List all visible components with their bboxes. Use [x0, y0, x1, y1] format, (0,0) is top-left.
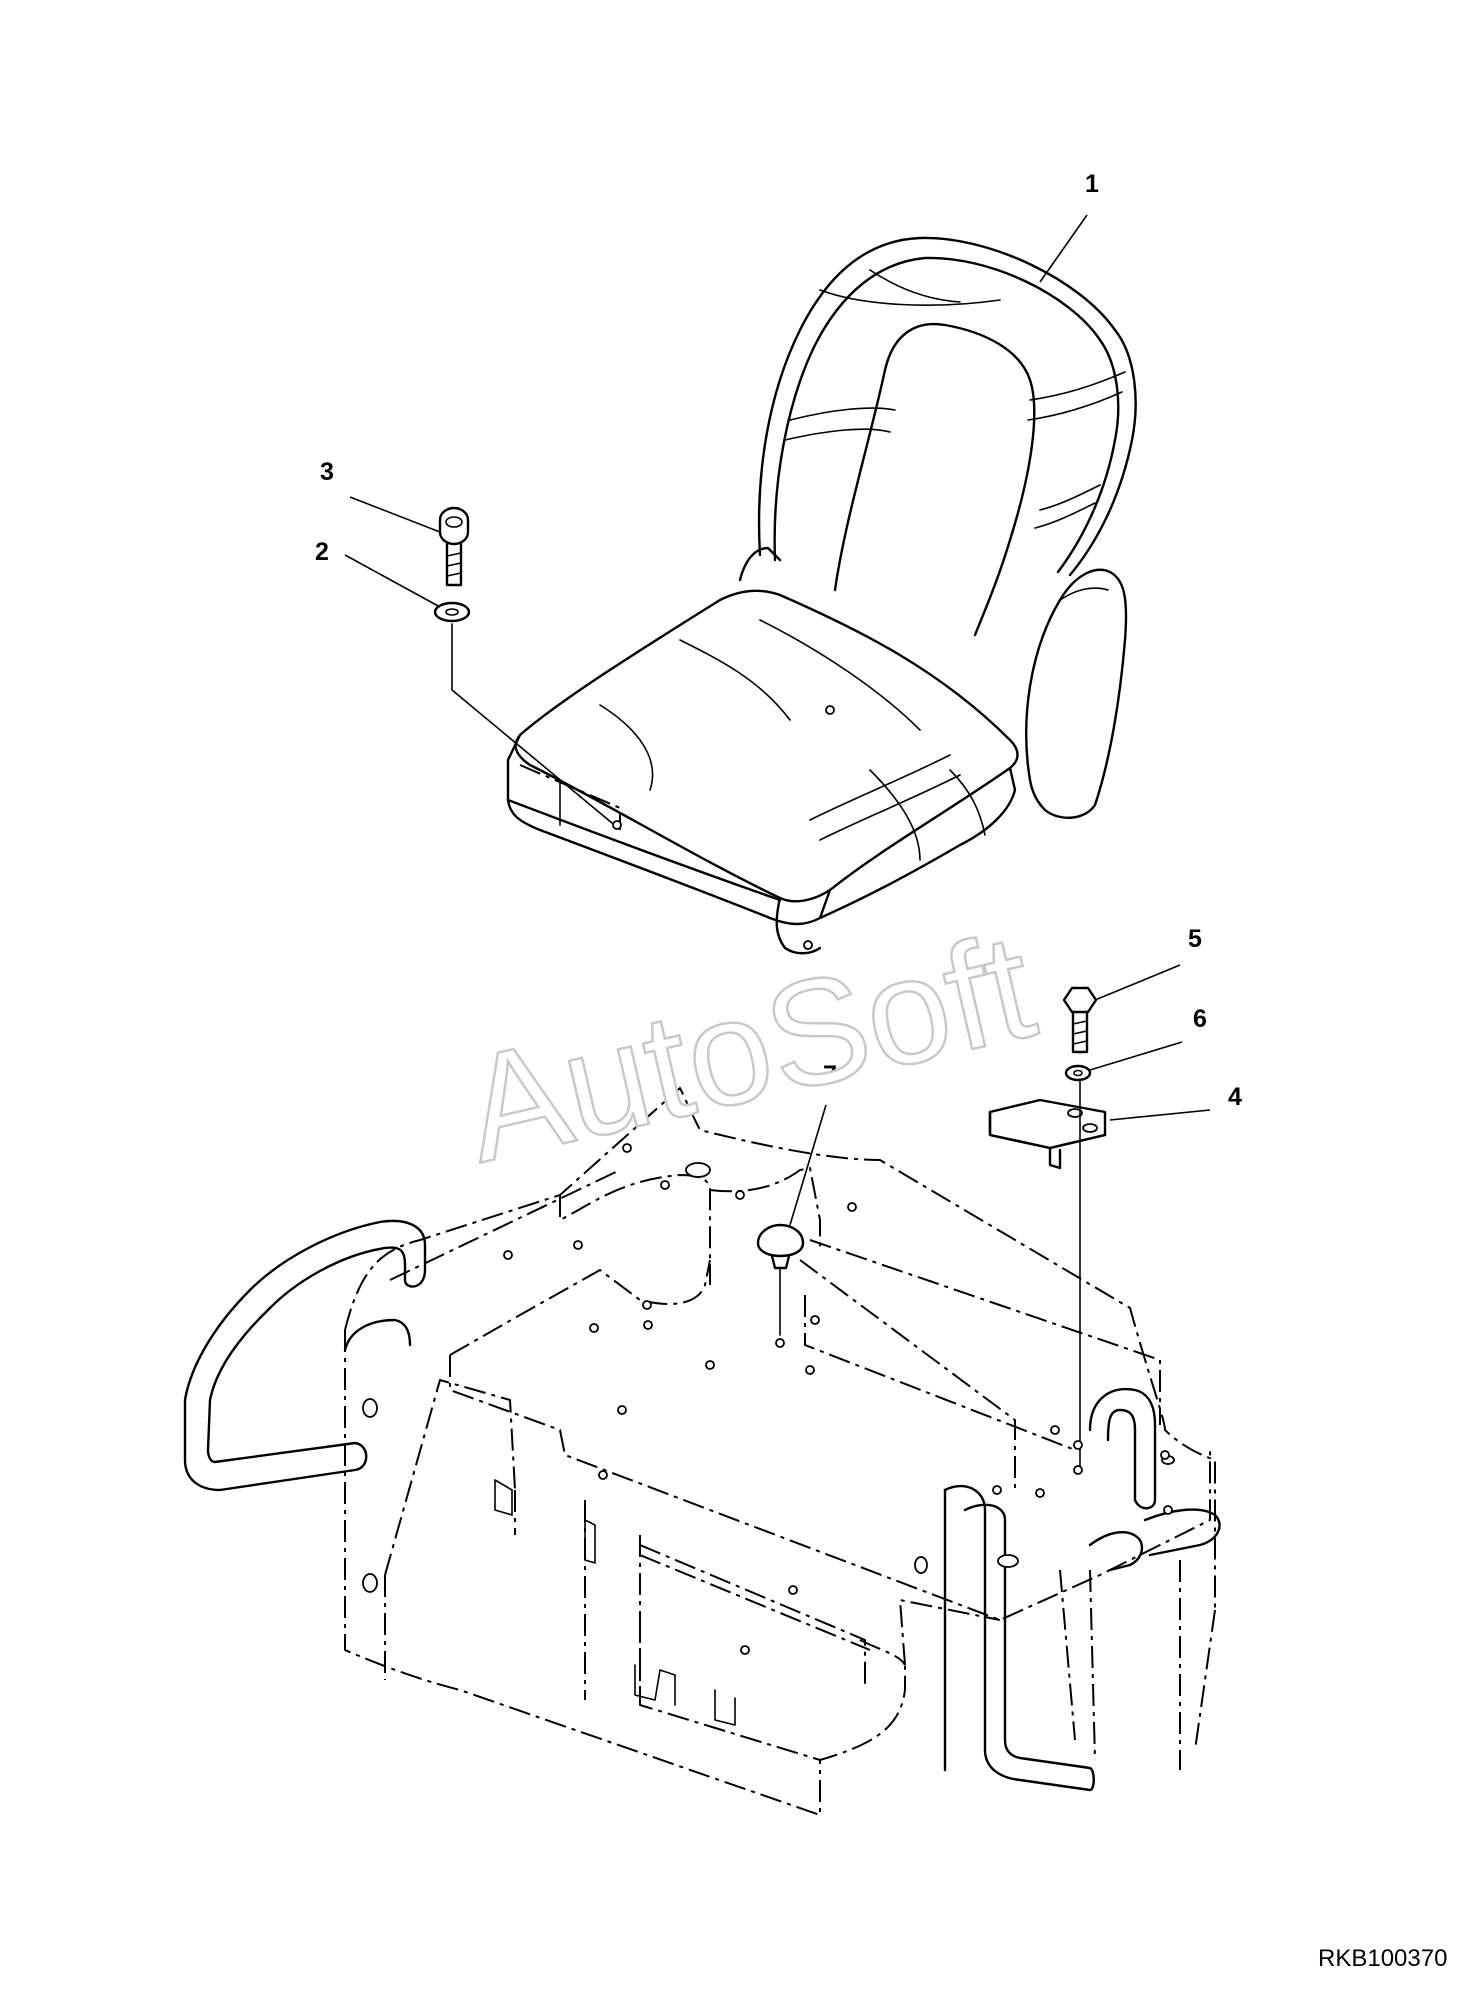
bracket-icon [988, 1098, 1107, 1170]
watermark: AutoSoft [449, 901, 1047, 1194]
callout-4: 4 [1228, 1083, 1242, 1111]
callout-2: 2 [315, 538, 329, 566]
bolt-icon [1062, 986, 1098, 1054]
drawing-reference-number: RKB100370 [1318, 1945, 1448, 1972]
callout-7: 7 [823, 1061, 837, 1089]
plug-icon [756, 1223, 805, 1270]
assembly-lines [451, 623, 1081, 1471]
callout-5: 5 [1188, 925, 1202, 953]
washer-icon [433, 601, 471, 623]
callout-6: 6 [1193, 1005, 1207, 1033]
callout-3: 3 [320, 458, 334, 486]
washer-icon [1064, 1064, 1092, 1082]
callout-1: 1 [1085, 170, 1099, 198]
bolt-icon [438, 506, 470, 587]
seat-assembly-icon [506, 236, 1137, 955]
callout-leaders [344, 214, 1211, 1226]
seat-stand-frame-icon [183, 1087, 1221, 1816]
